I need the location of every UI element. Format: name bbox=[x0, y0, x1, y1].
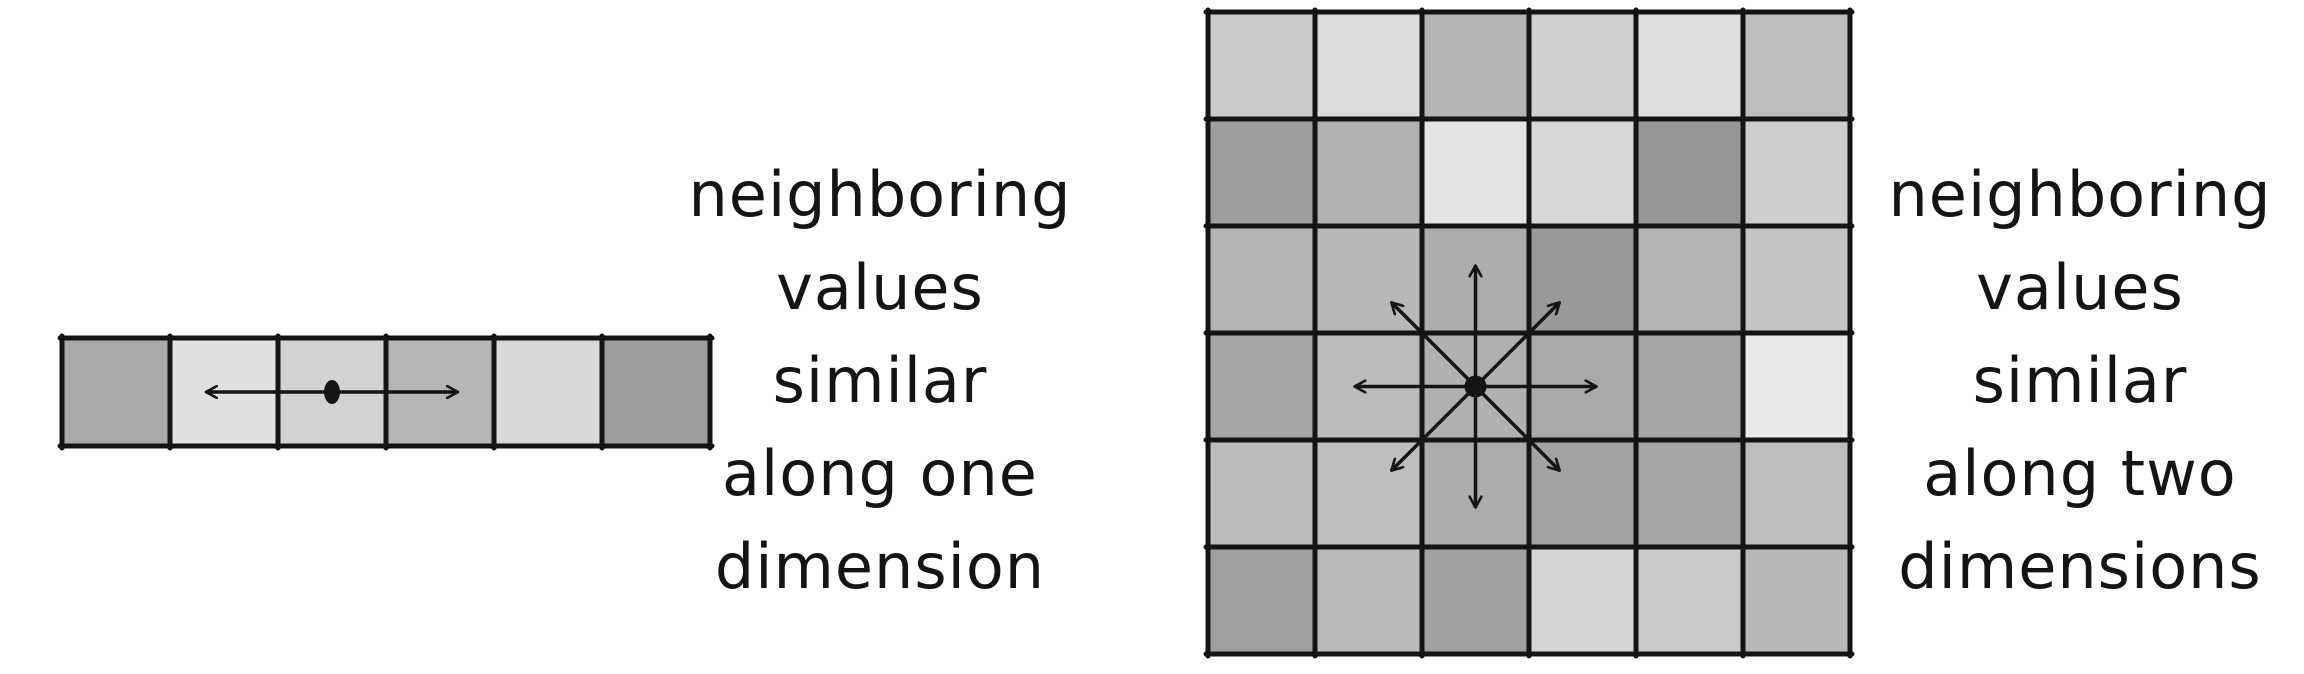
grid-cell bbox=[1208, 226, 1315, 333]
grid-cell bbox=[1743, 440, 1850, 547]
grid-cell bbox=[1743, 226, 1850, 333]
grid-cell bbox=[1422, 547, 1529, 654]
grid-cell bbox=[1743, 119, 1850, 226]
one-dimensional-grid bbox=[57, 333, 715, 451]
grid-cell bbox=[1636, 226, 1743, 333]
grid-cell bbox=[1422, 12, 1529, 119]
caption-line: dimensions bbox=[1898, 530, 2262, 603]
grid-cell bbox=[1315, 12, 1422, 119]
grid-cell bbox=[1208, 440, 1315, 547]
grid-cell bbox=[1315, 547, 1422, 654]
caption-line: similar bbox=[1972, 344, 2188, 417]
caption-line: dimension bbox=[714, 530, 1046, 603]
grid-cell bbox=[1208, 12, 1315, 119]
grid-cell bbox=[1208, 333, 1315, 440]
center-dot bbox=[324, 380, 340, 404]
grid-cell bbox=[1315, 119, 1422, 226]
grid-cell bbox=[62, 338, 170, 446]
arrow-down-right bbox=[1473, 384, 1559, 470]
grid-cell bbox=[1743, 333, 1850, 440]
caption-line: along one bbox=[722, 437, 1038, 510]
center-dot bbox=[1464, 375, 1487, 398]
grid-cell bbox=[1208, 547, 1315, 654]
grid-cell bbox=[1422, 119, 1529, 226]
caption-line: along two bbox=[1923, 437, 2237, 510]
grid-cell bbox=[602, 338, 710, 446]
grid-cell bbox=[1529, 119, 1636, 226]
grid-cell bbox=[1636, 547, 1743, 654]
caption-line: neighboring bbox=[688, 158, 1072, 231]
grid-cell bbox=[494, 338, 602, 446]
caption-line: values bbox=[776, 251, 984, 324]
grid-cell bbox=[1636, 333, 1743, 440]
caption-line: neighboring bbox=[1888, 158, 2272, 231]
grid-cell bbox=[1208, 119, 1315, 226]
grid-cell bbox=[1529, 12, 1636, 119]
grid-cell bbox=[1636, 12, 1743, 119]
grid-cell bbox=[1529, 547, 1636, 654]
two-dimensional-grid bbox=[1203, 7, 1855, 659]
caption-one-dimension: neighboring values similar along one dim… bbox=[680, 148, 1080, 613]
caption-line: similar bbox=[772, 344, 988, 417]
caption-two-dimensions: neighboring values similar along two dim… bbox=[1880, 148, 2280, 613]
grid-cell bbox=[1743, 12, 1850, 119]
arrow-down-left bbox=[1392, 384, 1478, 470]
arrow-up-left bbox=[1392, 303, 1478, 389]
grid-cell bbox=[1636, 440, 1743, 547]
arrow-up-right bbox=[1473, 303, 1559, 389]
grid-cell bbox=[1636, 119, 1743, 226]
caption-line: values bbox=[1976, 251, 2184, 324]
grid-cell bbox=[1743, 547, 1850, 654]
